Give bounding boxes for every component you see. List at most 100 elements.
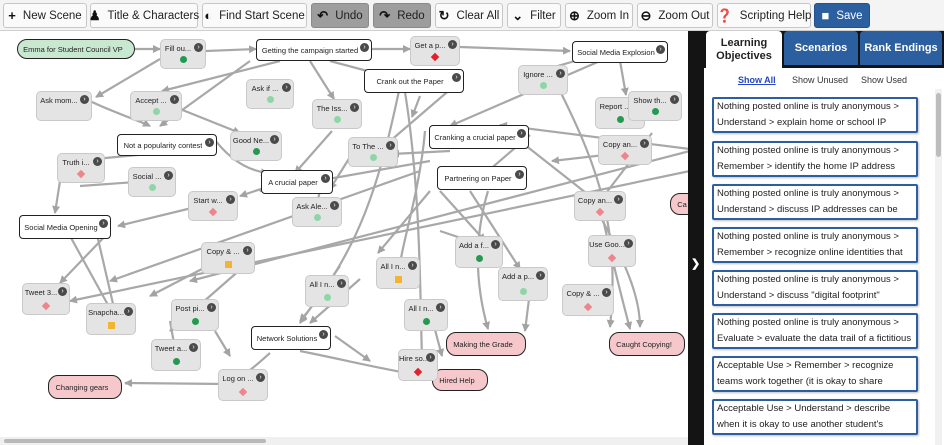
choice-node[interactable]: Get a p...› — [410, 36, 460, 66]
scrollbar-thumb[interactable] — [4, 439, 266, 443]
scene-node[interactable]: Crank out the Paper› — [364, 69, 464, 93]
scene-node-start[interactable]: Emma for Student Council VP — [17, 39, 135, 59]
vertical-scrollbar[interactable] — [935, 89, 942, 445]
node-label: Start w... — [193, 196, 223, 205]
undo-button[interactable]: ↶ Undo — [311, 3, 369, 28]
choice-node[interactable]: Tweet 3...› — [22, 283, 70, 315]
filter-show-used[interactable]: Show Used — [861, 75, 908, 85]
objective-card[interactable]: Nothing posted online is truly anonymous… — [712, 227, 918, 263]
choice-node[interactable]: Tweet a...› — [151, 339, 201, 371]
choice-node[interactable]: Ask mom...› — [36, 91, 92, 121]
objective-card[interactable]: Nothing posted online is truly anonymous… — [712, 141, 918, 177]
arrow-icon: › — [350, 103, 359, 112]
choice-node[interactable]: Hire so...› — [398, 349, 438, 381]
marker-icon — [107, 322, 115, 329]
choice-node[interactable]: Ask if ...› — [246, 79, 294, 109]
choice-node[interactable]: Snapcha...› — [86, 303, 136, 335]
tab-scenarios[interactable]: Scenarios — [784, 31, 858, 65]
arrow-icon: › — [602, 288, 611, 297]
marker-icon — [519, 288, 527, 295]
find-start-scene-button[interactable]: ◐ Find Start Scene — [202, 3, 307, 28]
objective-card[interactable]: Nothing posted online is truly anonymous… — [712, 97, 918, 133]
scene-node[interactable]: A crucial paper› — [261, 170, 333, 194]
choice-node[interactable]: Fill ou...› — [160, 39, 206, 69]
objective-card[interactable]: Nothing posted online is truly anonymous… — [712, 184, 918, 220]
ending-node[interactable]: Ca — [670, 193, 690, 215]
scene-node[interactable]: Social Media Opening› — [19, 215, 111, 239]
choice-node[interactable]: Copy an...› — [574, 191, 626, 221]
scene-node[interactable]: Not a popularity contest› — [117, 134, 217, 156]
choice-node[interactable]: Copy & ...› — [562, 284, 614, 316]
node-label: Emma for Student Council VP — [23, 44, 123, 54]
choice-node[interactable]: Ask Ale...› — [292, 197, 342, 227]
ending-node[interactable]: Hired Help — [432, 369, 488, 391]
choice-node[interactable]: Accept ...› — [130, 91, 182, 121]
choice-node[interactable]: Start w...› — [188, 191, 238, 221]
new-scene-button[interactable]: + New Scene — [3, 3, 87, 28]
choice-node[interactable]: To The ...› — [348, 137, 398, 167]
arrow-icon: › — [448, 40, 457, 49]
marker-icon — [208, 207, 217, 217]
ending-node[interactable]: Changing gears — [48, 375, 122, 399]
choice-node[interactable]: Truth i...› — [57, 153, 105, 183]
node-label: Social ... — [132, 172, 162, 181]
arrow-icon: › — [330, 201, 339, 210]
title-characters-button[interactable]: ♟ Title & Characters — [89, 3, 199, 28]
panel-tabs: Learning Objectives Scenarios Rank Endin… — [704, 31, 944, 68]
ending-node[interactable]: Caught Copying! — [609, 332, 685, 356]
node-label: Good Ne... — [232, 136, 270, 145]
tab-label: Scenarios — [794, 41, 848, 54]
scene-node[interactable]: Social Media Explosion› — [572, 41, 668, 63]
redo-button[interactable]: ↷ Redo — [373, 3, 431, 28]
ending-node[interactable]: Making the Grade — [446, 332, 526, 356]
node-label: Partnering on Paper — [444, 173, 512, 183]
chevron-right-icon[interactable]: ❯ — [691, 258, 701, 270]
arrow-icon: › — [536, 271, 545, 280]
choice-node[interactable]: Use Goo...› — [588, 235, 636, 267]
horizontal-scrollbar[interactable] — [0, 437, 690, 445]
objective-card[interactable]: Nothing posted online is truly anonymous… — [712, 313, 918, 349]
scene-node[interactable]: Cranking a crucial paper› — [429, 125, 529, 149]
filter-show-all[interactable]: Show All — [738, 75, 776, 85]
tab-rank-endings[interactable]: Rank Endings — [860, 31, 942, 65]
marker-icon — [539, 82, 547, 89]
filter-show-unused[interactable]: Show Unused — [792, 75, 849, 85]
tab-learning-objectives[interactable]: Learning Objectives — [706, 31, 782, 68]
objective-card[interactable]: Acceptable Use > Remember > recognize te… — [712, 356, 918, 392]
node-label: Show th... — [633, 96, 667, 105]
clear-all-button[interactable]: ↻ Clear All — [435, 3, 503, 28]
choice-node[interactable]: The Iss...› — [312, 99, 362, 129]
scrollbar-thumb[interactable] — [936, 93, 941, 157]
choice-node[interactable]: All I n...› — [404, 299, 448, 331]
marker-icon — [313, 214, 321, 221]
marker-icon — [323, 294, 331, 301]
scene-node[interactable]: Getting the campaign started› — [256, 39, 372, 61]
marker-icon — [607, 253, 616, 263]
scene-node[interactable]: Network Solutions› — [251, 326, 331, 350]
choice-node[interactable]: Show th...› — [628, 91, 682, 121]
choice-node[interactable]: Log on ...› — [218, 369, 268, 401]
choice-node[interactable]: All I n...› — [376, 257, 420, 289]
tab-label: Rank Endings — [864, 41, 938, 54]
node-label: Copy an... — [602, 140, 638, 149]
choice-node[interactable]: Add a f...› — [455, 236, 503, 268]
zoom-in-button[interactable]: ⊕ Zoom In — [565, 3, 633, 28]
choice-node[interactable]: Copy an...› — [598, 135, 652, 165]
choice-node[interactable]: Copy & ...› — [201, 242, 255, 274]
filter-button[interactable]: ⌄ Filter — [507, 3, 561, 28]
arrow-icon: › — [226, 195, 235, 204]
choice-node[interactable]: Post pi...› — [171, 299, 219, 331]
choice-node[interactable]: Social ...› — [128, 167, 176, 197]
choice-node[interactable]: Add a p...› — [498, 267, 548, 301]
story-canvas[interactable]: Emma for Student Council VP Fill ou...› … — [0, 31, 690, 445]
choice-node[interactable]: Ignore ...› — [518, 65, 568, 95]
panel-divider[interactable]: ❯ — [688, 31, 704, 445]
save-button[interactable]: ■ Save — [814, 3, 870, 28]
objective-card[interactable]: Acceptable Use > Understand > describe w… — [712, 399, 918, 435]
choice-node[interactable]: Good Ne...› — [230, 131, 282, 161]
objective-card[interactable]: Nothing posted online is truly anonymous… — [712, 270, 918, 306]
choice-node[interactable]: All I n...› — [305, 275, 349, 307]
scene-node[interactable]: Partnering on Paper› — [437, 166, 527, 190]
zoom-out-button[interactable]: ⊖ Zoom Out — [637, 3, 713, 28]
scripting-help-button[interactable]: ❓ Scripting Help — [717, 3, 811, 28]
